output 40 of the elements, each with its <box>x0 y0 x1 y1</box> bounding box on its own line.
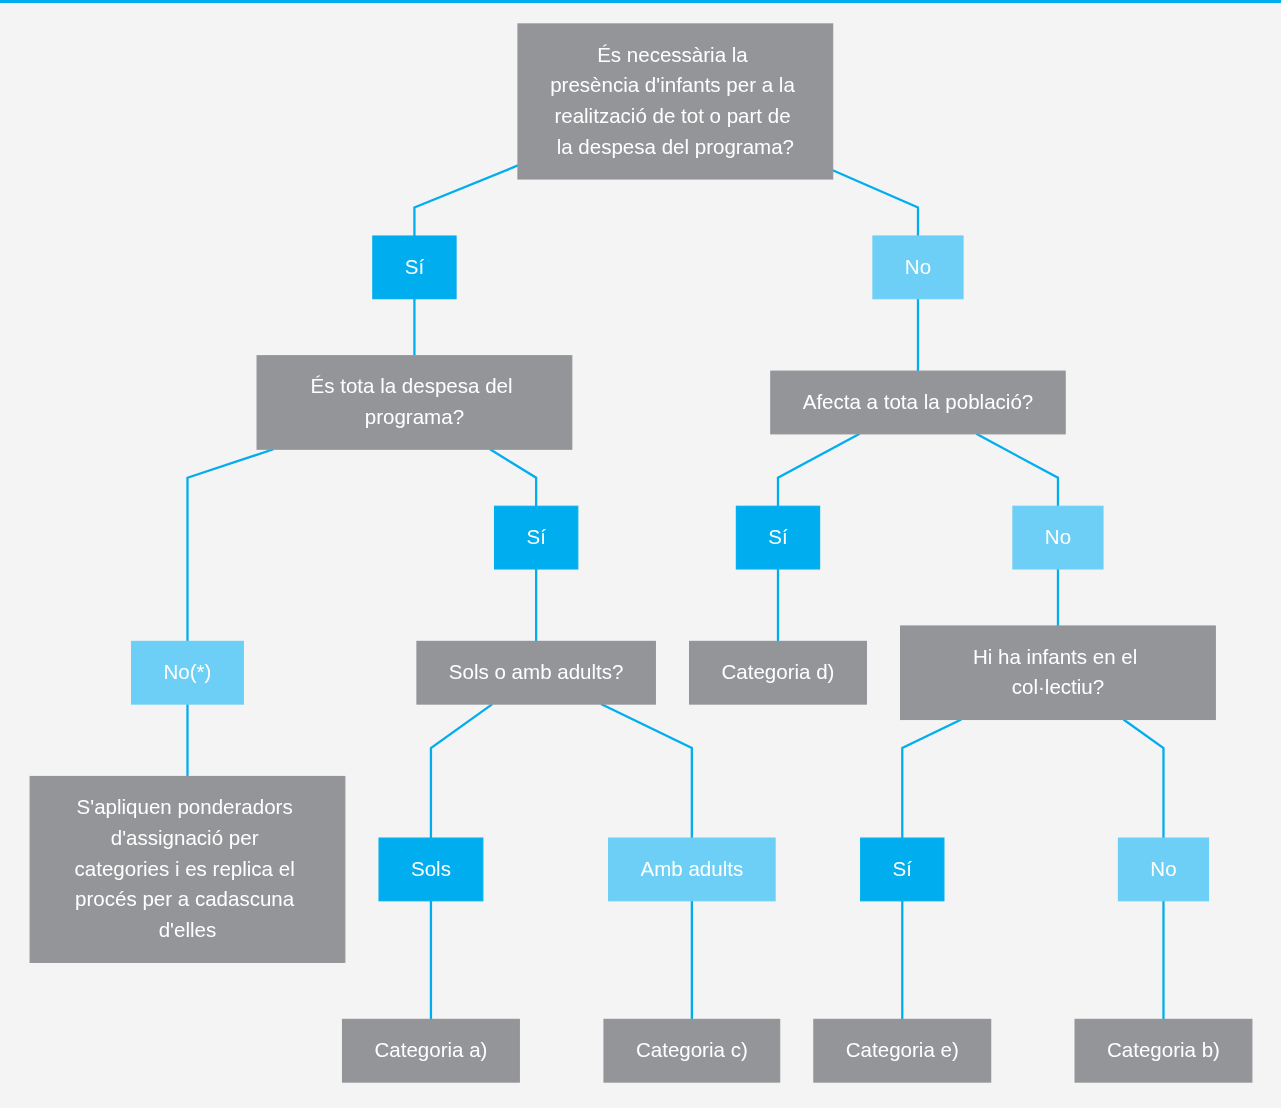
connector <box>1056 568 1059 626</box>
connector <box>412 164 518 236</box>
connector <box>185 448 274 642</box>
node-box: Categoria c) <box>602 1018 780 1083</box>
connector <box>900 718 962 839</box>
node-box: No <box>871 235 964 300</box>
connector <box>975 432 1059 507</box>
node-box: Hi ha infants en el col·lectiu? <box>899 625 1216 721</box>
connector <box>776 568 779 642</box>
node-box: Categoria d) <box>688 640 867 705</box>
connector <box>429 703 493 839</box>
node-box: Sols o amb adults? <box>415 640 656 705</box>
node-box: Sí <box>493 505 578 570</box>
node-box: És tota la despesa del programa? <box>256 355 572 450</box>
connector <box>429 900 432 1020</box>
connector <box>185 704 189 777</box>
node-box: Categoria b) <box>1074 1018 1252 1083</box>
node-box: Sols <box>378 837 483 902</box>
connector <box>916 298 919 372</box>
connector <box>776 432 860 507</box>
node-box: És necessària la presència d'infants per a la realització de tot o part de la despesa del programa? <box>516 23 833 180</box>
connector <box>600 703 693 839</box>
node-box: Sí <box>735 505 820 570</box>
connector <box>900 900 903 1020</box>
node-box: Amb adults <box>607 837 776 902</box>
node-box: Sí <box>859 837 944 902</box>
node-box: Categoria e) <box>812 1018 991 1083</box>
connector <box>488 448 537 507</box>
connector <box>1122 718 1165 839</box>
connector <box>412 298 416 356</box>
node-box: S'apliquen ponderadors d'assignació per categories i es replica el procés per a cadascuna d'elles <box>29 775 345 963</box>
node-box: No <box>1011 505 1104 570</box>
connector <box>1161 900 1165 1020</box>
connector <box>690 900 693 1020</box>
node-box: No(*) <box>130 640 244 705</box>
node-box: Afecta a tota la població? <box>769 370 1066 435</box>
node-box: Sí <box>371 235 457 300</box>
connector <box>534 568 537 642</box>
node-box: No <box>1117 837 1209 902</box>
node-box: Categoria a) <box>341 1018 520 1083</box>
